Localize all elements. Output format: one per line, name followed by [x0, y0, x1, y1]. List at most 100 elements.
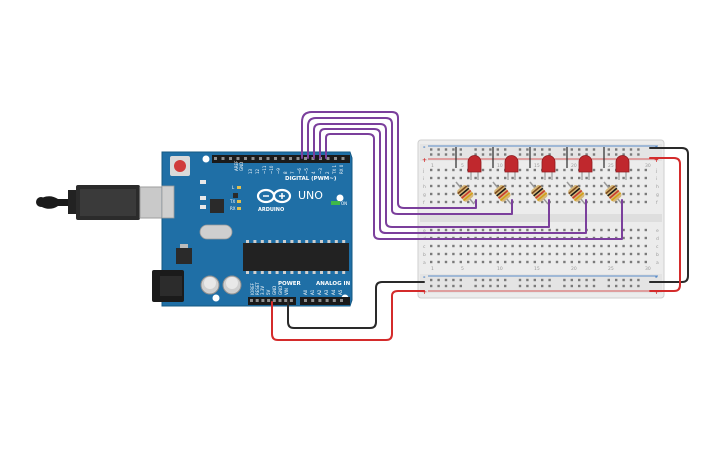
chip-pin: [253, 240, 257, 243]
resistor-band: [459, 187, 470, 197]
breadboard-hole: [504, 244, 507, 248]
rail-hole: [607, 153, 610, 156]
rail-hole: [533, 278, 536, 282]
breadboard-hole: [533, 176, 536, 180]
rail-hole: [622, 153, 625, 156]
led-5[interactable]: [615, 155, 630, 180]
breadboard-hole: [489, 244, 492, 248]
chip-pin: [297, 271, 301, 274]
breadboard-hole: [592, 168, 596, 172]
usb-port[interactable]: [161, 185, 175, 219]
rail-hole: [607, 148, 610, 151]
header-pin: [274, 157, 277, 160]
digital-pin-label: 4: [311, 171, 316, 174]
breadboard-hole: [481, 200, 485, 204]
rail-hole: [637, 153, 640, 156]
svg-text:30: 30: [645, 266, 651, 272]
resistor-band: [531, 185, 542, 195]
header-pin: [289, 299, 293, 302]
breadboard-hole: [504, 252, 507, 256]
gnd-label-power-2: GND: [278, 286, 283, 295]
mounting-hole-icon: [202, 155, 210, 163]
breadboard-hole: [615, 184, 618, 188]
led-1[interactable]: [467, 155, 482, 180]
breadboard-hole: [459, 184, 462, 188]
breadboard-hole: [541, 244, 544, 248]
power-rail-bridge-wire[interactable]: [649, 157, 681, 292]
breadboard-hole: [496, 184, 499, 188]
breadboard-hole: [526, 192, 529, 196]
breadboard-hole: [452, 168, 455, 172]
rail-hole: [504, 153, 507, 156]
rail-hole: [585, 284, 588, 288]
ground-rail-bridge-wire[interactable]: [649, 147, 689, 283]
header-pin: [255, 299, 259, 302]
breadboard-hole: [600, 176, 603, 180]
breadboard-hole: [644, 184, 647, 188]
breadboard-hole: [607, 244, 610, 248]
breadboard-hole: [637, 236, 640, 240]
breadboard-hole: [430, 260, 433, 264]
chip-pin: [268, 271, 272, 274]
breadboard-hole: [629, 260, 633, 264]
header-pin: [278, 299, 282, 302]
signal-wire-2[interactable]: [307, 117, 513, 215]
resistor-band: [462, 192, 474, 202]
breadboard-hole: [481, 252, 485, 256]
rail-hole: [437, 278, 440, 282]
digital-pin-label: ~6: [297, 168, 302, 174]
led-3[interactable]: [541, 155, 556, 180]
mounting-hole-icon: [336, 194, 344, 202]
signal-wire-4[interactable]: [319, 128, 587, 234]
breadboard-hole: [615, 176, 618, 180]
chip-pin: [246, 240, 249, 243]
breadboard-hole: [637, 200, 640, 204]
breadboard[interactable]: - + - + - + - + j i h g f e d c b a j i …: [417, 139, 665, 299]
breadboard-hole: [592, 228, 596, 232]
usb-cable[interactable]: [36, 185, 171, 220]
breadboard-hole: [644, 228, 647, 232]
ground-wire[interactable]: [287, 281, 425, 329]
analog-header[interactable]: [300, 297, 350, 305]
breadboard-hole: [467, 184, 470, 188]
breadboard-hole: [644, 236, 647, 240]
rail-hole: [444, 148, 448, 151]
signal-wire-1[interactable]: [301, 111, 477, 209]
breadboard-hole: [637, 244, 640, 248]
chip-pin: [275, 240, 279, 243]
breadboard-hole: [548, 260, 551, 264]
chip-pin: [253, 271, 257, 274]
header-pin: [304, 299, 307, 302]
breadboard-hole: [563, 168, 566, 172]
breadboard-hole: [548, 176, 551, 180]
breadboard-hole: [489, 192, 492, 196]
breadboard-hole: [578, 228, 581, 232]
led-2[interactable]: [504, 155, 519, 180]
breadboard-hole: [526, 200, 529, 204]
reset-label: RESET: [255, 282, 260, 295]
breadboard-hole: [578, 184, 581, 188]
breadboard-hole: [644, 252, 647, 256]
chip-pin: [305, 271, 309, 274]
led-4[interactable]: [578, 155, 593, 180]
digital-header[interactable]: [212, 155, 350, 163]
breadboard-hole: [481, 176, 485, 180]
mounting-hole-icon: [212, 294, 220, 302]
rail-hole: [474, 153, 477, 156]
breadboard-hole: [481, 260, 485, 264]
rail-hole: [481, 284, 485, 288]
rail-hole: [541, 284, 544, 288]
power-wire[interactable]: [271, 290, 425, 341]
rail-hole: [496, 284, 499, 288]
breadboard-hole: [430, 228, 433, 232]
signal-wire-3[interactable]: [313, 123, 550, 228]
rail-hole: [452, 148, 455, 151]
breadboard-hole: [511, 228, 514, 232]
signal-wire-5[interactable]: [325, 133, 623, 240]
header-pin: [281, 157, 285, 160]
breadboard-hole: [489, 168, 492, 172]
svg-text:b: b: [423, 252, 426, 258]
svg-text:j: j: [422, 168, 424, 174]
breadboard-hole: [526, 228, 529, 232]
